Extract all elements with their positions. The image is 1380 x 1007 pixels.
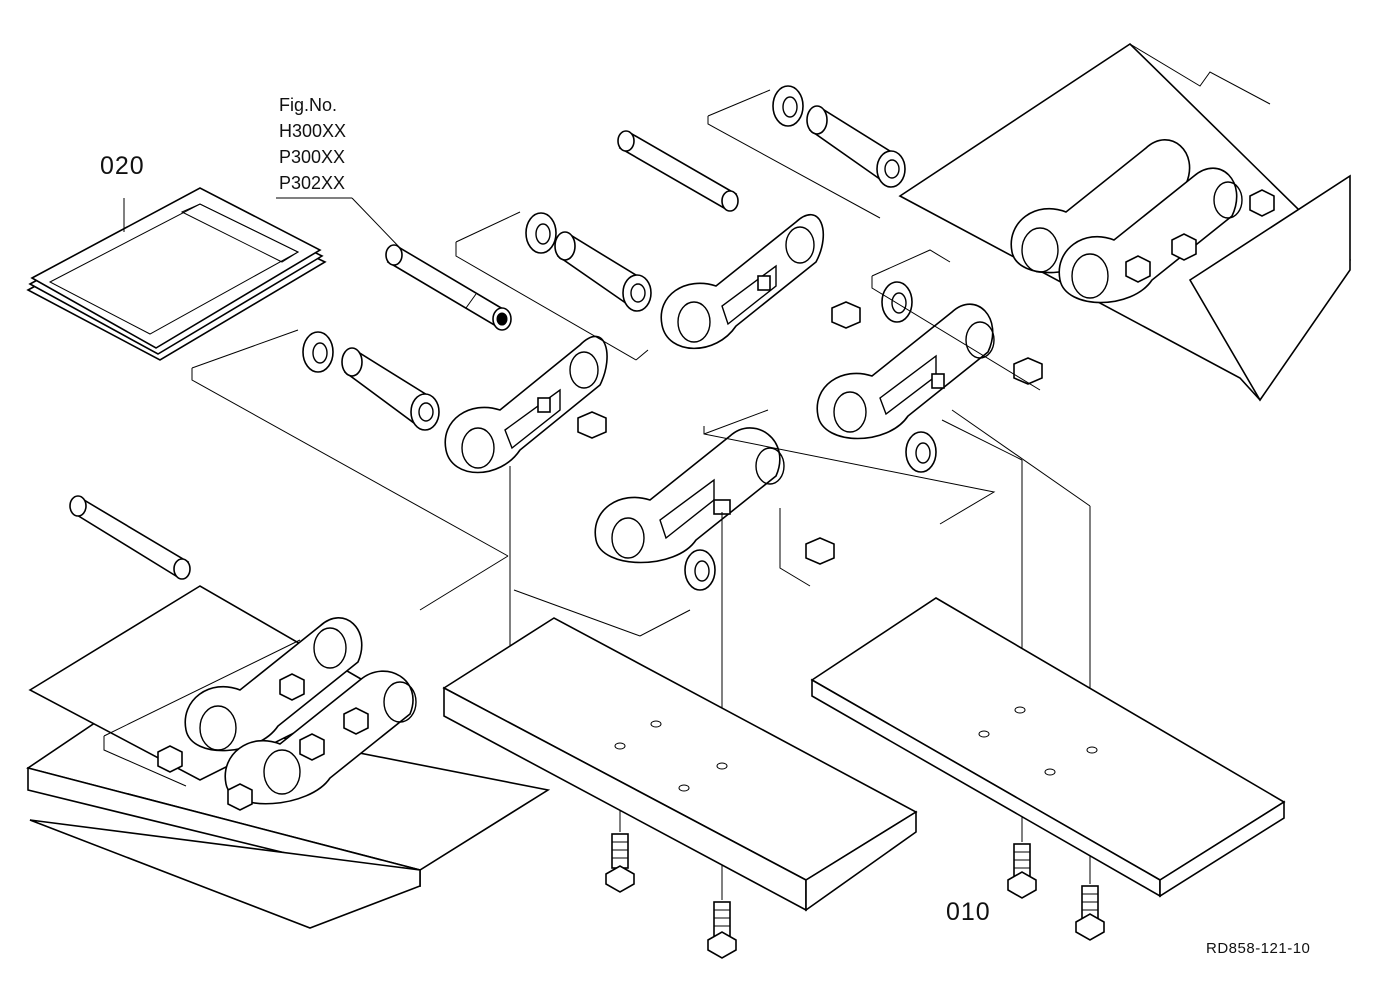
shoe-bolts — [605, 833, 1105, 959]
track-link-2 — [660, 214, 824, 350]
assembled-chain-top — [1010, 139, 1275, 304]
assembly-outlines — [191, 89, 1041, 637]
bolt-4 — [1075, 885, 1105, 941]
callout-020: 020 — [100, 152, 145, 180]
drawing-id: RD858-121-10 — [1206, 940, 1311, 957]
fig-number-block: Fig.No. H300XX P300XX P302XX — [279, 92, 346, 196]
track-pin-center — [385, 244, 512, 331]
track-link-4 — [594, 427, 785, 564]
bolt-1 — [605, 833, 635, 893]
fig-ref-1: H300XX — [279, 121, 347, 141]
hex-nuts — [577, 301, 1043, 565]
fig-heading: Fig.No. — [279, 95, 338, 115]
fig-ref-2: P300XX — [279, 147, 346, 167]
bolt-2 — [707, 901, 737, 959]
fig-ref-3: P302XX — [279, 173, 346, 193]
track-shoe-right — [810, 597, 1286, 898]
callout-010: 010 — [946, 898, 991, 926]
track-link-3 — [816, 303, 995, 440]
track-pin-top — [617, 130, 739, 212]
track-link-1 — [444, 335, 608, 474]
track-shoe-center — [442, 617, 918, 912]
assembled-chain-bottom — [103, 617, 417, 811]
track-pin-left — [69, 495, 191, 580]
fig-leader — [276, 197, 403, 251]
seal-washers — [302, 85, 937, 591]
bolt-3 — [1007, 843, 1037, 899]
manual-booklet — [26, 187, 327, 361]
bushings — [341, 105, 906, 431]
